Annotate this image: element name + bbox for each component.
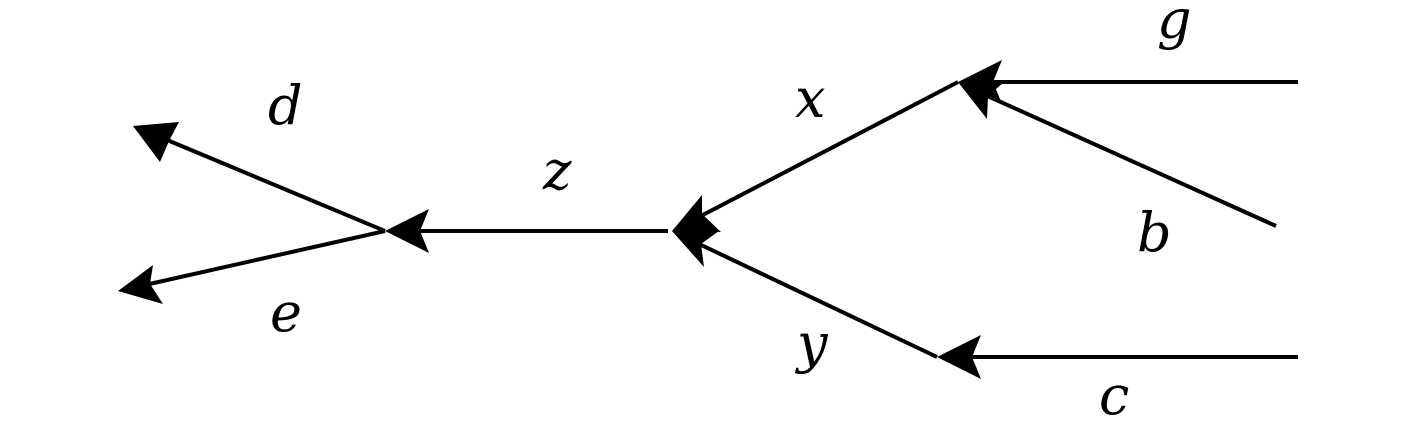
edge-b-arrowhead [958,82,1004,119]
edge-d-line [159,135,386,233]
edge-x-arrowhead [672,195,721,232]
edge-x-label: x [795,67,825,130]
edge-c-label: c [1099,364,1129,425]
edge-d-label: d [268,74,303,137]
edge-y-arrowhead [672,231,719,267]
edge-b: b [958,82,1277,264]
edge-z-label: z [542,139,572,202]
edge-y: y [672,231,938,375]
edge-g: g [958,0,1298,104]
edge-z: z [385,139,668,253]
edge-d-arrowhead [133,122,179,162]
edge-e-arrowhead [118,265,163,304]
edge-b-label: b [1137,201,1172,264]
edge-e: e [118,229,386,344]
edge-e-line [144,229,386,287]
edge-y-line [696,241,938,359]
edge-d: d [133,74,386,233]
edge-c: c [937,335,1298,425]
edge-y-label: y [795,312,829,375]
edge-x: x [672,67,959,232]
edge-b-line [982,92,1277,228]
edge-z-arrowhead [385,209,429,253]
edge-c-arrowhead [937,335,981,379]
edge-g-label: g [1157,0,1192,51]
edge-x-line [696,80,959,220]
edge-e-label: e [270,281,302,344]
